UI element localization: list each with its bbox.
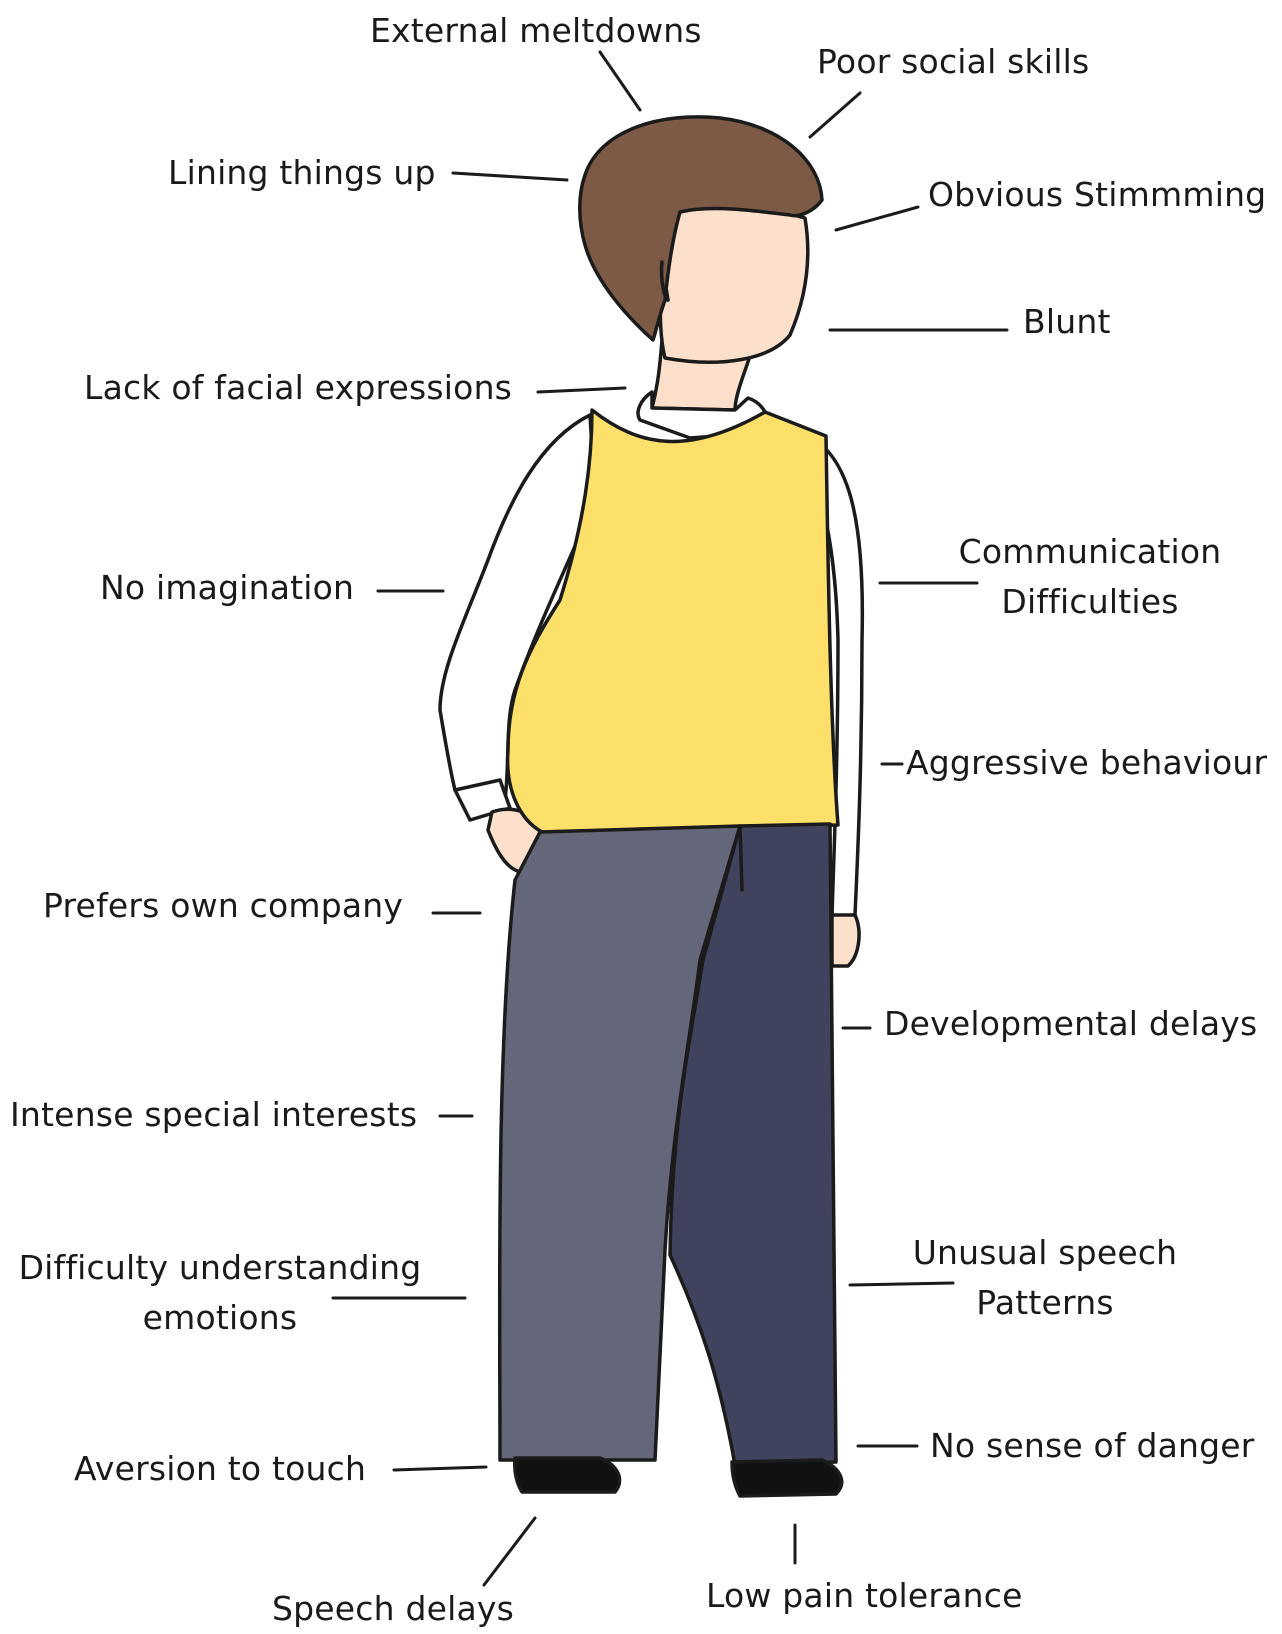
- left-shoe: [515, 1458, 620, 1492]
- label-aversion-to-touch: Aversion to touch: [74, 1444, 366, 1494]
- label-difficulty-line1: Difficulty understanding: [5, 1243, 435, 1293]
- label-obvious-stimming: Obvious Stimmming: [928, 170, 1266, 220]
- label-unusual-speech-line2: Patterns: [890, 1278, 1200, 1328]
- leader-lack-of-facial-expressions: [538, 388, 625, 392]
- label-difficulty-understanding-emotions: Difficulty understanding emotions: [5, 1243, 435, 1343]
- label-intense-special-interests: Intense special interests: [10, 1090, 417, 1140]
- leader-speech-delays: [484, 1518, 535, 1585]
- leader-external-meltdowns: [600, 52, 640, 110]
- label-no-imagination: No imagination: [100, 563, 354, 613]
- label-aggressive-behaviour: Aggressive behaviour: [906, 738, 1267, 788]
- leader-lining-things-up: [453, 173, 567, 180]
- label-low-pain-tolerance: Low pain tolerance: [706, 1571, 1023, 1621]
- leader-obvious-stimming: [836, 207, 918, 230]
- leader-poor-social-skills: [810, 93, 860, 137]
- leader-aversion-to-touch: [394, 1467, 486, 1470]
- label-communication-line1: Communication: [940, 527, 1240, 577]
- right-shoe: [732, 1460, 842, 1496]
- right-hand: [832, 915, 859, 966]
- label-poor-social-skills: Poor social skills: [817, 37, 1089, 87]
- label-unusual-speech-line1: Unusual speech: [890, 1228, 1200, 1278]
- face: [660, 203, 807, 362]
- label-difficulty-line2: emotions: [5, 1293, 435, 1343]
- label-lack-of-facial-expressions: Lack of facial expressions: [84, 363, 512, 413]
- label-no-sense-of-danger: No sense of danger: [930, 1421, 1255, 1471]
- label-prefers-own-company: Prefers own company: [43, 881, 403, 931]
- label-unusual-speech-patterns: Unusual speech Patterns: [890, 1228, 1200, 1328]
- trouser-seam: [740, 826, 742, 890]
- label-lining-things-up: Lining things up: [168, 148, 436, 198]
- label-communication-line2: Difficulties: [940, 577, 1240, 627]
- label-developmental-delays: Developmental delays: [884, 999, 1257, 1049]
- label-speech-delays: Speech delays: [272, 1584, 514, 1634]
- label-blunt: Blunt: [1023, 297, 1111, 347]
- label-communication-difficulties: Communication Difficulties: [940, 527, 1240, 627]
- label-external-meltdowns: External meltdowns: [370, 6, 702, 56]
